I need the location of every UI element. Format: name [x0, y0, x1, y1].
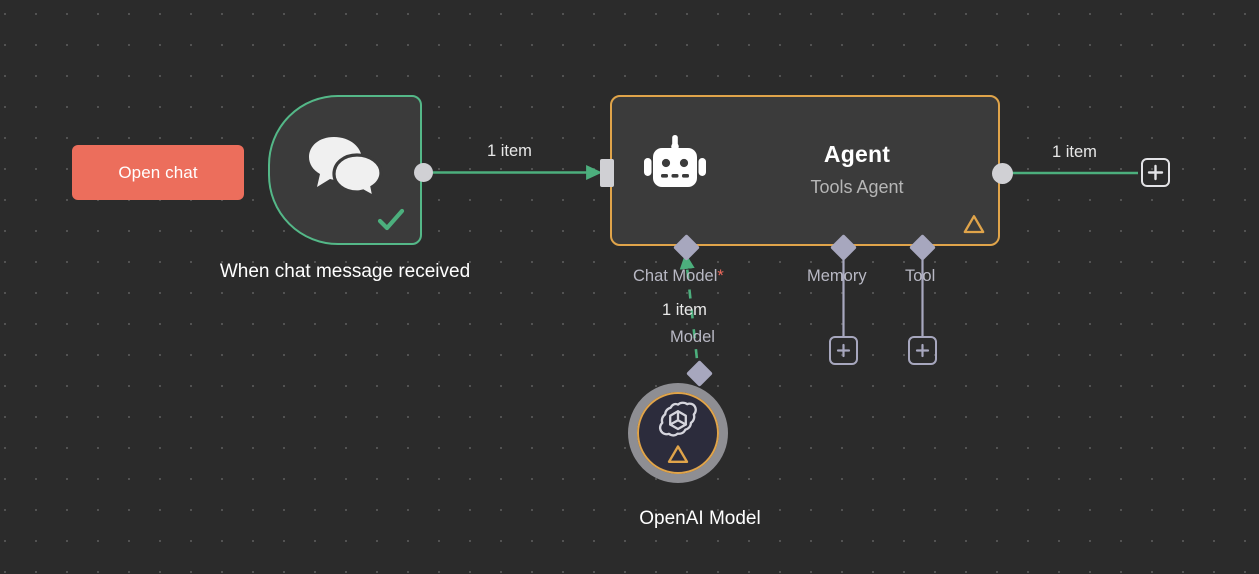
- robot-icon: [644, 135, 706, 193]
- trigger-output-port[interactable]: [414, 163, 433, 182]
- agent-title: Agent: [823, 141, 891, 167]
- add-node-button-memory[interactable]: [829, 336, 858, 365]
- edge-label-agent-output: 1 item: [1052, 143, 1097, 161]
- node-caption-chat-trigger: When chat message received: [219, 261, 471, 282]
- sub-connector-label-memory: Memory: [807, 267, 867, 285]
- node-caption-openai-model: OpenAI Model: [639, 508, 761, 529]
- edge-label-trigger-to-agent: 1 item: [487, 142, 532, 160]
- node-when-chat-message-received[interactable]: [268, 95, 422, 245]
- agent-output-port[interactable]: [992, 163, 1013, 184]
- openai-logo-icon: [656, 400, 700, 444]
- open-chat-button[interactable]: Open chat: [72, 145, 244, 200]
- warning-triangle-icon[interactable]: [962, 212, 986, 236]
- sub-connector-label-tool: Tool: [905, 267, 936, 285]
- agent-input-port[interactable]: [600, 159, 614, 187]
- node-openai-model[interactable]: [628, 383, 728, 483]
- edge-label-model-items: 1 item: [662, 301, 707, 319]
- edge-label-model-type: Model: [670, 328, 715, 346]
- add-node-button-agent-output[interactable]: [1141, 158, 1170, 187]
- chat-bubbles-icon: [307, 135, 383, 200]
- sub-connector-label-chat-model: Chat Model*: [633, 267, 724, 286]
- connector-diamond-openai-model[interactable]: [686, 360, 713, 387]
- checkmark-icon: [376, 205, 406, 235]
- add-node-button-tool[interactable]: [908, 336, 937, 365]
- required-asterisk: *: [717, 267, 724, 285]
- node-agent[interactable]: Agent Tools Agent: [610, 95, 1000, 246]
- chat-model-label-text: Chat Model: [633, 267, 718, 285]
- agent-subtitle: Tools Agent: [810, 177, 904, 197]
- warning-triangle-icon[interactable]: [666, 443, 690, 465]
